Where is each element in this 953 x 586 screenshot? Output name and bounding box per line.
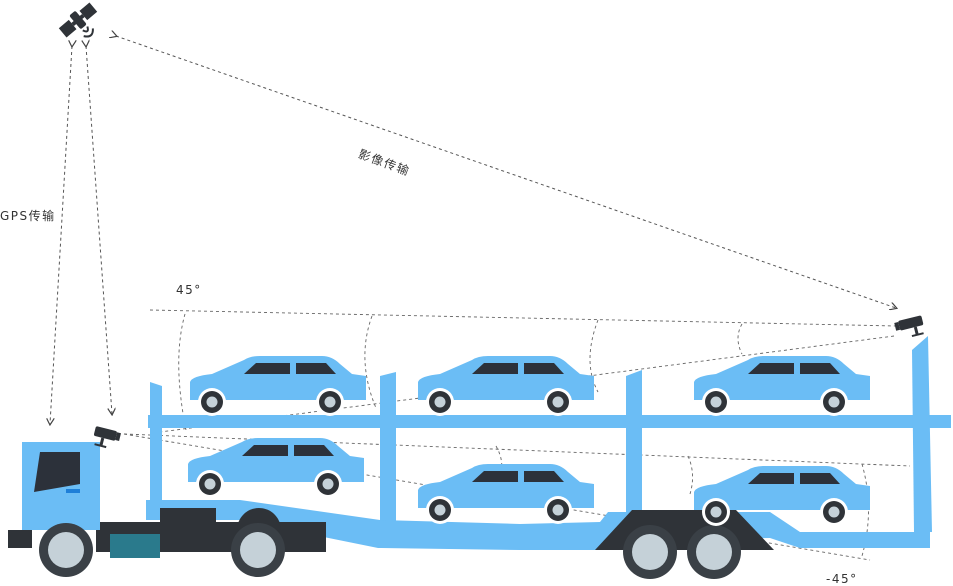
car [190, 356, 366, 416]
car [694, 466, 870, 526]
image-transmission-line [116, 36, 896, 308]
car [418, 356, 594, 416]
truck-window [34, 452, 80, 492]
angle-bottom-label: -45° [826, 572, 858, 586]
tractor-truck [8, 442, 326, 577]
upper-deck-cars [190, 356, 870, 416]
car [418, 464, 594, 524]
cctv-camera-icon [94, 426, 121, 449]
truck-step [110, 534, 160, 558]
car [694, 356, 870, 416]
gps-uplink-line [50, 46, 72, 424]
cctv-camera-icon [894, 315, 924, 338]
camera-uplink-line [86, 46, 112, 414]
gps-transmission-label: GPS传输 [0, 209, 56, 223]
car [188, 438, 364, 498]
angle-top-label: 45° [176, 283, 202, 297]
trailer-chassis [595, 510, 774, 579]
satellite-icon [58, 2, 98, 38]
transmission-lines [50, 36, 896, 424]
